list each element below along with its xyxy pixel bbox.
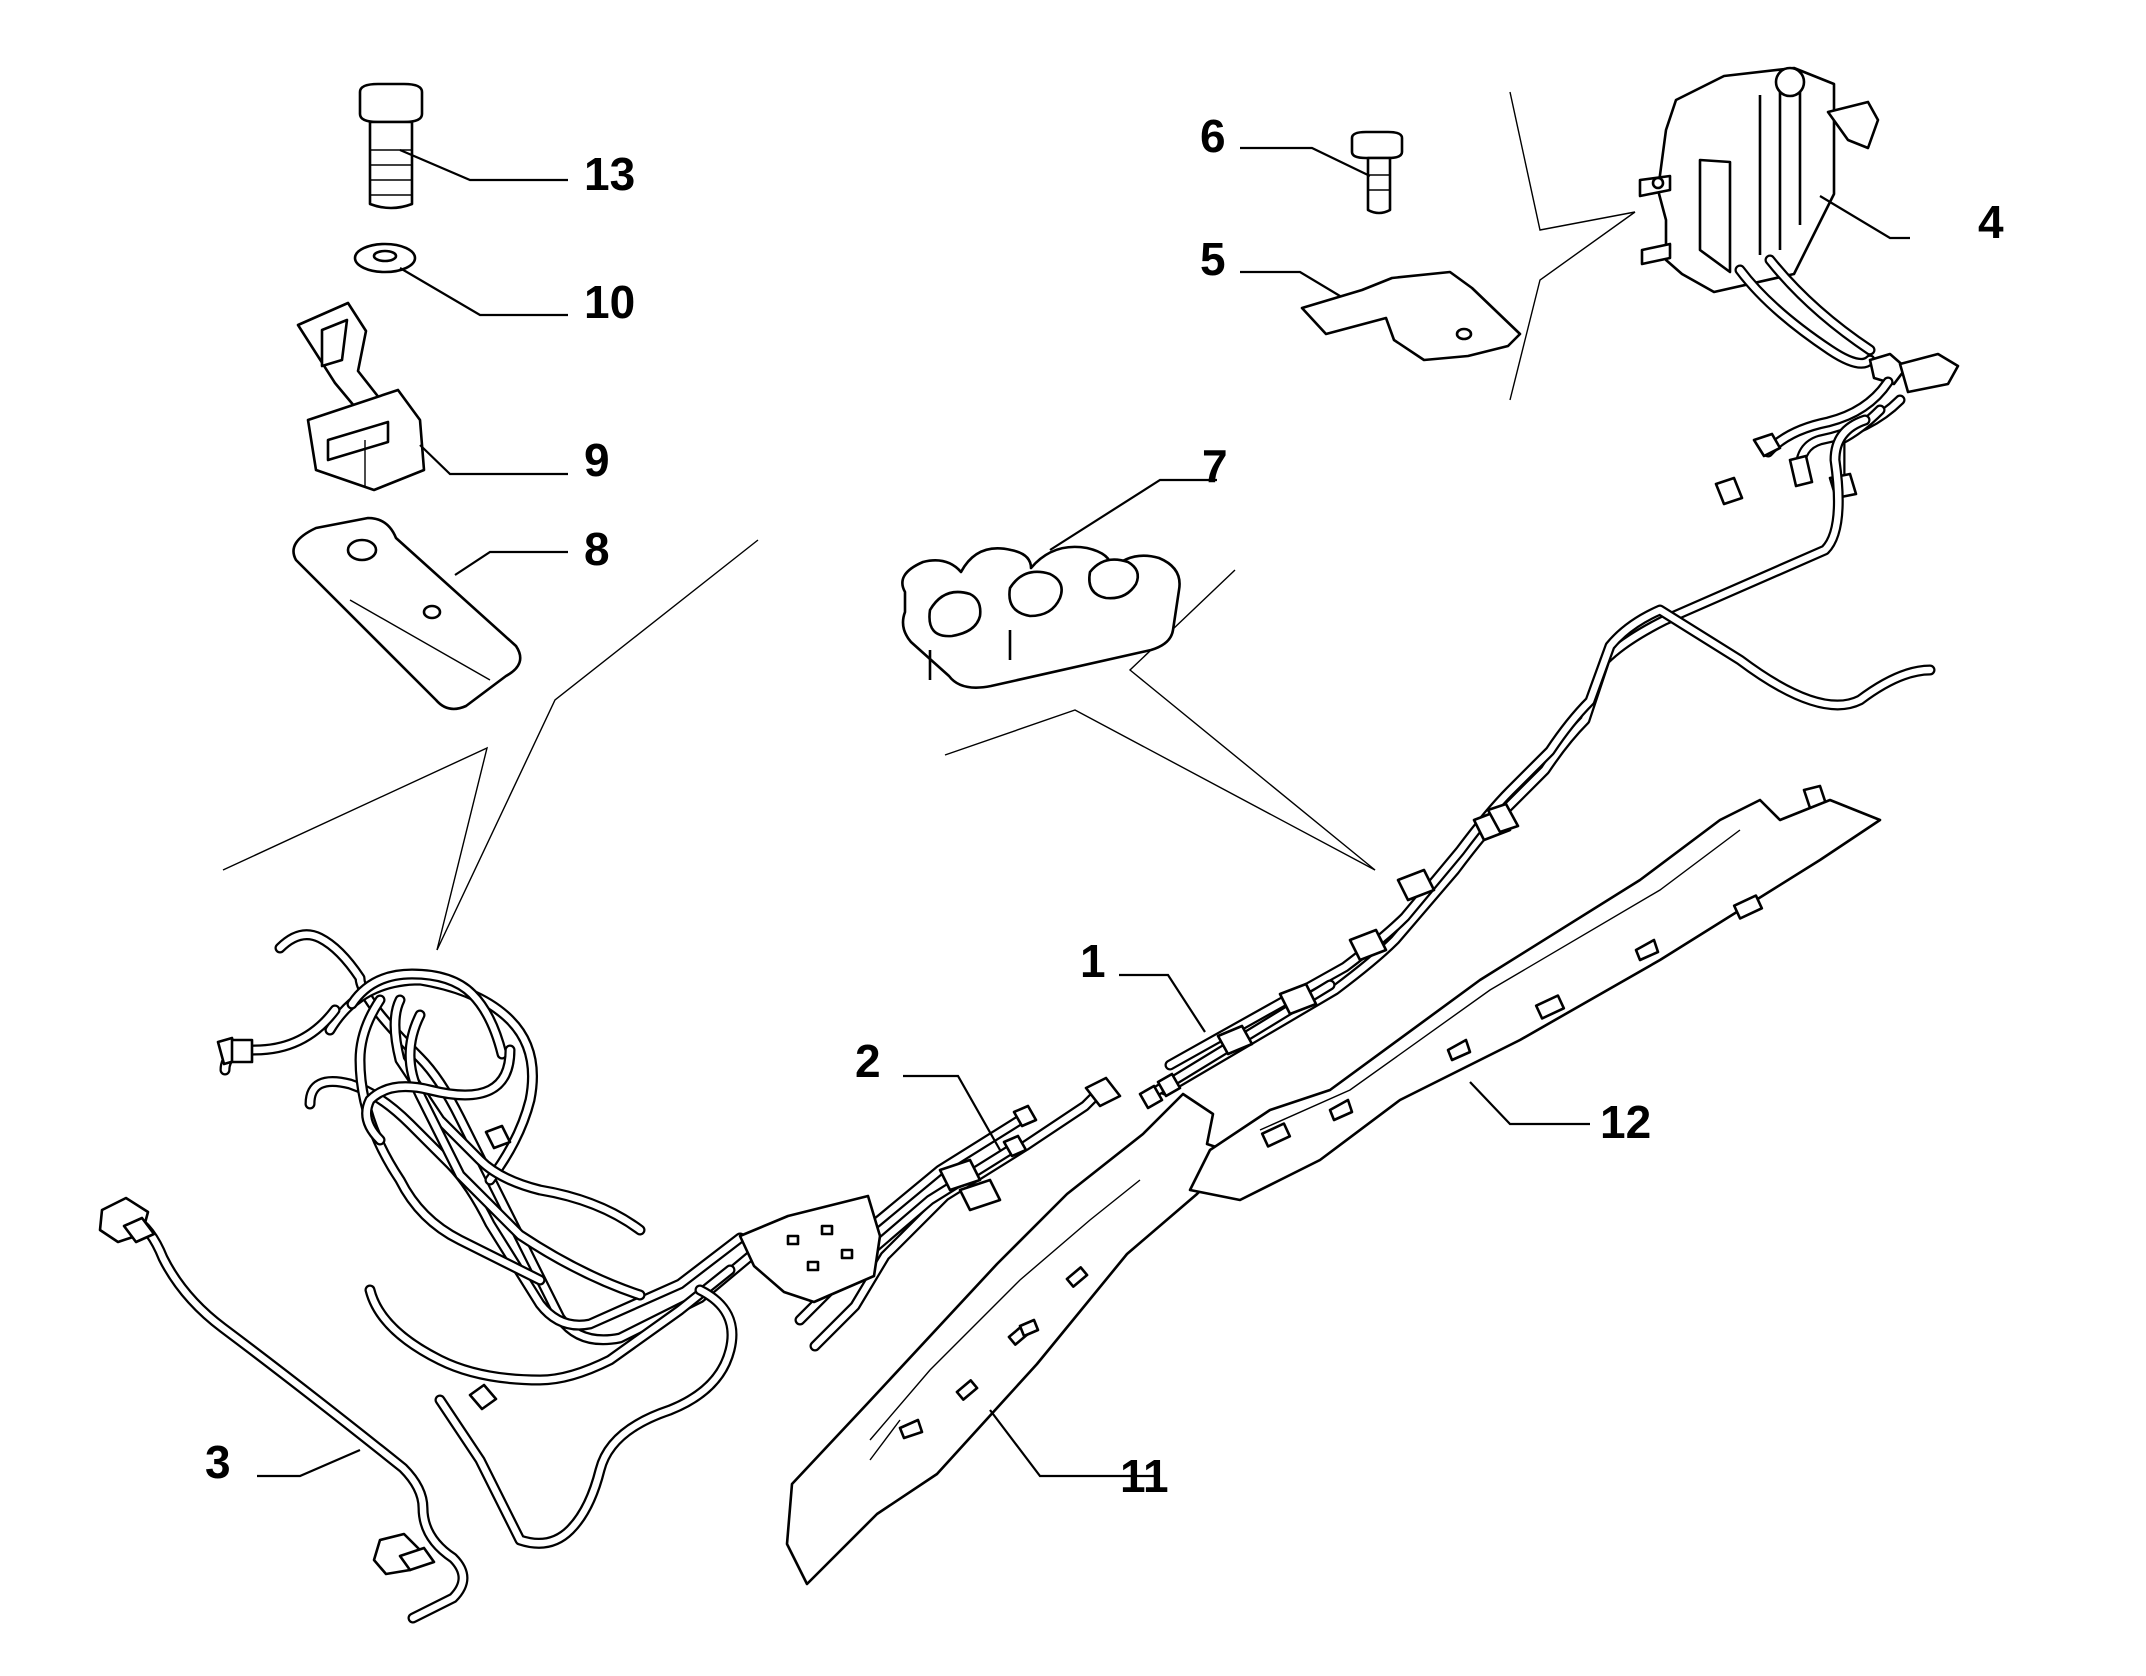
callout-4: 4 bbox=[1978, 196, 2004, 248]
explosion-guide-lines bbox=[222, 91, 1636, 951]
callout-9: 9 bbox=[584, 434, 610, 486]
clip-bracket-part-9 bbox=[296, 301, 426, 492]
tank-side-line-assembly bbox=[216, 929, 882, 1549]
callout-11: 11 bbox=[1120, 1450, 1169, 1502]
callout-6: 6 bbox=[1200, 110, 1226, 162]
shield-part-11 bbox=[785, 1092, 1239, 1586]
washer-part-10 bbox=[353, 242, 417, 274]
canister-part-4 bbox=[1638, 66, 1960, 500]
bracket-tab-part-5 bbox=[1300, 270, 1522, 362]
fuel-line-part-1 bbox=[1138, 414, 1936, 1110]
callout-labels: 13 10 9 8 6 5 7 4 1 2 3 11 12 bbox=[205, 110, 2004, 1502]
callout-1: 1 bbox=[1080, 935, 1106, 987]
shield-part-12 bbox=[1188, 798, 1882, 1202]
bolt-part-13 bbox=[358, 82, 424, 210]
callout-7: 7 bbox=[1202, 440, 1228, 492]
callout-10: 10 bbox=[584, 276, 635, 328]
screw-part-6 bbox=[1350, 130, 1404, 215]
leader-lines bbox=[257, 146, 1910, 1478]
callout-12: 12 bbox=[1600, 1096, 1651, 1148]
callout-5: 5 bbox=[1200, 233, 1226, 285]
callout-8: 8 bbox=[584, 523, 610, 575]
pipe-clip-part-7 bbox=[901, 545, 1181, 689]
callout-3: 3 bbox=[205, 1436, 231, 1488]
callout-13: 13 bbox=[584, 148, 635, 200]
mounting-plate-part-8 bbox=[292, 516, 522, 711]
callout-2: 2 bbox=[855, 1035, 881, 1087]
rear-line-part-3 bbox=[98, 1196, 469, 1624]
